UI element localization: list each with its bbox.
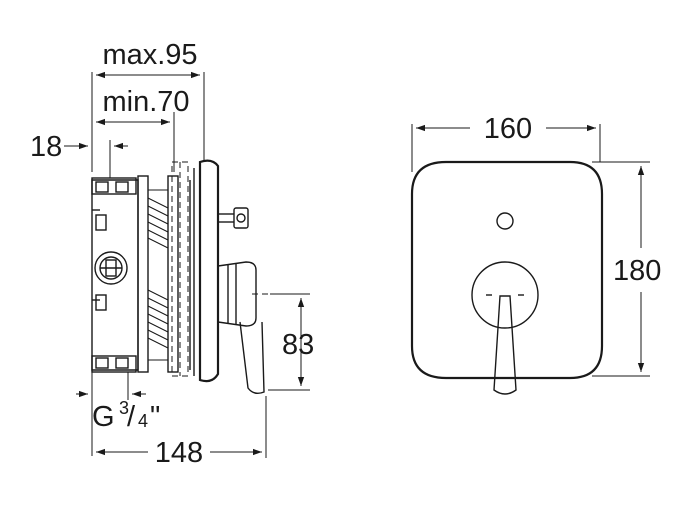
handle — [471, 261, 539, 395]
diverter-hole — [496, 212, 514, 230]
dim-connection-num: 3 — [119, 398, 129, 418]
dim-height-label: 180 — [613, 255, 661, 287]
dim-max-depth-label: max.95 — [102, 39, 197, 71]
front-view: 160 180 — [410, 113, 661, 395]
dim-connection: G 3 / 4 " — [76, 372, 160, 456]
valve-body — [91, 159, 300, 395]
dim-max-depth: max.95 — [91, 39, 205, 172]
dim-width: 160 — [411, 113, 601, 172]
dim-total-length: 148 — [96, 396, 267, 469]
side-view: max.95 min.70 18 — [30, 39, 314, 469]
dim-total-length-label: 148 — [155, 437, 203, 469]
dim-min-depth-label: min.70 — [102, 86, 189, 118]
dim-lever-height: 83 — [268, 293, 314, 391]
dim-connection-unit: " — [150, 401, 160, 433]
dim-offset: 18 — [30, 131, 128, 178]
cover-plate — [410, 160, 604, 380]
dim-connection-slash: / — [127, 401, 136, 433]
dim-width-label: 160 — [484, 113, 532, 145]
dim-lever-height-label: 83 — [282, 329, 314, 361]
dim-connection-main: G — [92, 401, 115, 433]
dim-min-depth: min.70 — [96, 86, 190, 172]
dim-offset-label: 18 — [30, 131, 62, 163]
dim-connection-den: 4 — [138, 411, 148, 431]
dim-connection-label: G — [92, 401, 115, 433]
dim-height: 180 — [592, 161, 661, 377]
